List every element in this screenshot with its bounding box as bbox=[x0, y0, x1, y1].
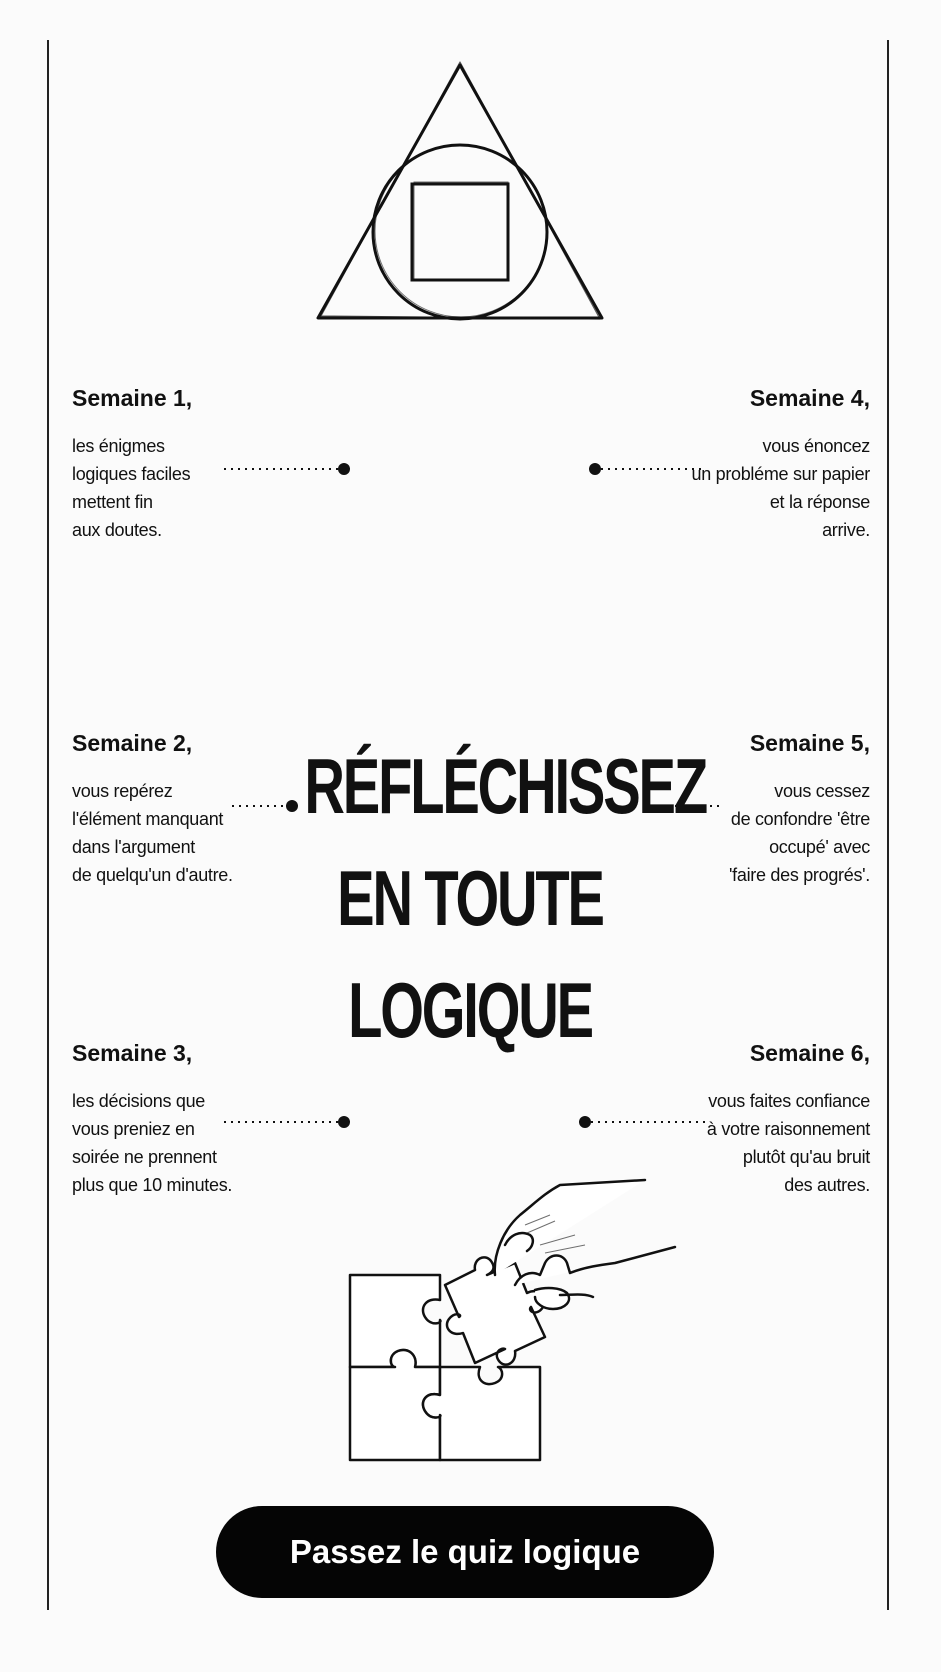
week-4-title: Semaine 4, bbox=[749, 385, 870, 411]
week-6-block: Semaine 6, vous faites confiance à votre… bbox=[600, 1040, 870, 1199]
connector-week-6 bbox=[579, 1116, 706, 1128]
week-1-block: Semaine 1, les énigmes logiques faciles … bbox=[72, 385, 342, 544]
week-4-block: Semaine 4, vous énoncez un probléme sur … bbox=[600, 385, 870, 544]
week-4-description: vous énoncez un probléme sur papier et l… bbox=[691, 436, 870, 540]
triangle-circle-square-icon bbox=[316, 61, 604, 321]
connector-week-1 bbox=[224, 463, 350, 475]
puzzle-hand-illustration bbox=[348, 1178, 677, 1462]
left-border-line bbox=[47, 40, 49, 1610]
week-5-description: vous cessez de confondre 'être occupé' a… bbox=[729, 781, 870, 885]
connector-week-4 bbox=[589, 463, 706, 475]
page-title: RÉFLÉCHISSEZ EN TOUTE LOGIQUE bbox=[304, 742, 708, 1054]
week-5-block: Semaine 5, vous cessez de confondre 'êtr… bbox=[600, 730, 870, 889]
connector-week-5 bbox=[654, 805, 720, 807]
week-1-description: les énigmes logiques faciles mettent fin… bbox=[72, 436, 191, 540]
week-2-block: Semaine 2, vous repérez l'élément manqua… bbox=[72, 730, 342, 889]
connector-week-2 bbox=[232, 800, 298, 812]
week-2-title: Semaine 2, bbox=[72, 730, 193, 756]
week-6-title: Semaine 6, bbox=[749, 1040, 870, 1066]
week-3-title: Semaine 3, bbox=[72, 1040, 193, 1066]
week-3-block: Semaine 3, les décisions que vous prenie… bbox=[72, 1040, 342, 1199]
take-quiz-button[interactable]: Passez le quiz logique bbox=[216, 1506, 714, 1598]
week-5-title: Semaine 5, bbox=[749, 730, 870, 756]
week-6-description: vous faites confiance à votre raisonneme… bbox=[706, 1091, 870, 1195]
week-1-title: Semaine 1, bbox=[72, 385, 193, 411]
week-3-description: les décisions que vous preniez en soirée… bbox=[72, 1091, 233, 1195]
connector-week-3 bbox=[224, 1116, 350, 1128]
week-2-description: vous repérez l'élément manquant dans l'a… bbox=[72, 781, 233, 885]
right-border-line bbox=[887, 40, 889, 1610]
